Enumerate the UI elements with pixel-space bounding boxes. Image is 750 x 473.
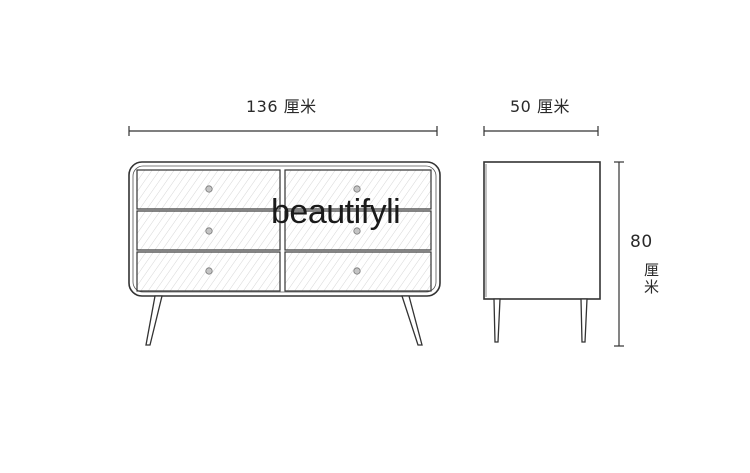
drawer-right-middle [284,210,432,251]
drawer-right-bottom [284,251,432,292]
drawer-knob [205,185,213,193]
watermark-text: beautifyli [271,193,401,231]
dresser-front-view [128,161,441,346]
side-body [483,161,601,300]
depth-dimension-line [483,126,599,136]
drawer-knob [205,267,213,275]
drawer-knob [353,267,361,275]
side-legs [493,298,588,343]
width-label: 136 厘米 [246,97,317,116]
width-dimension-line [128,126,438,136]
height-value: 80 [630,232,653,252]
dresser-side-view [483,161,601,343]
drawer-left-middle [136,210,281,251]
depth-label: 50 厘米 [510,97,570,116]
drawer-knob [353,227,361,235]
drawer-right-top [284,169,432,210]
drawer-knob [353,185,361,193]
drawer-knob [205,227,213,235]
height-dimension-line [614,161,624,347]
height-unit: 厘米 [642,262,660,296]
drawer-left-bottom [136,251,281,292]
dresser-legs [145,295,423,346]
drawer-left-top [136,169,281,210]
